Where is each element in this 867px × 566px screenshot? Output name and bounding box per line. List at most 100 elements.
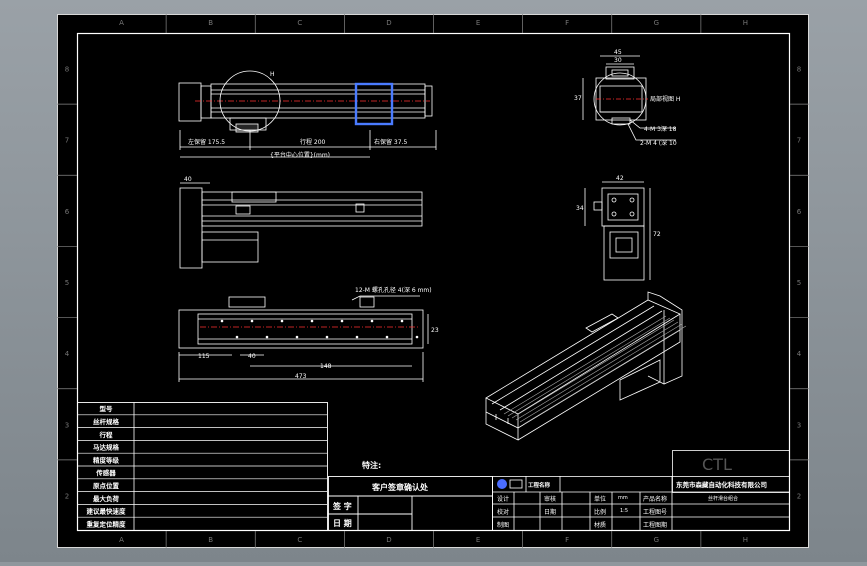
spec-row-label: 传感器 — [95, 468, 116, 477]
bottom-view-labels: 12-M 螺孔孔径 4(深 6 mm) 115 40 148 473 23 — [198, 286, 439, 380]
tb-scale: 比例 — [594, 508, 606, 516]
front-view-labels: 左保留 175.5 行程 200 右保留 37.5 {平台中心位置}(mm) H — [188, 71, 407, 159]
company-name: 东莞市森藏自动化科技有限公司 — [676, 480, 767, 489]
zone-row-label-2: 2 — [797, 492, 801, 500]
zone-col-label-C: C — [297, 19, 302, 27]
spec-row-label: 丝杆规格 — [93, 417, 120, 426]
zone-row-label-4: 4 — [797, 350, 802, 358]
zone-row-label-8: 8 — [797, 66, 801, 74]
mounting-hole — [355, 335, 359, 339]
spec-row-label: 精度等级 — [93, 455, 120, 464]
spec-row-label: 原点位置 — [93, 481, 120, 490]
tb-design: 设计 — [497, 495, 509, 503]
spec-row-label: 重复定位精度 — [87, 519, 127, 528]
tb-review: 审核 — [544, 495, 556, 503]
end-dim-h: 37 — [574, 95, 582, 102]
mounting-hole — [325, 335, 329, 339]
end-side-dim-w: 42 — [616, 175, 624, 182]
end-detail-label: 局部视图 H — [650, 95, 680, 103]
front-dim-stroke: 行程 200 — [300, 138, 326, 146]
tb-unit-val: mm — [618, 495, 628, 501]
zone-col-label-F: F — [565, 536, 569, 544]
zone-col-label-D: D — [386, 19, 391, 27]
tb-product-name: 产品名称 — [643, 495, 667, 503]
zone-row-label-2: 2 — [65, 492, 69, 500]
mounting-hole — [400, 319, 404, 323]
mounting-hole — [340, 319, 344, 323]
side-motor — [179, 187, 203, 269]
front-dim-total: {平台中心位置}(mm) — [270, 151, 330, 159]
tb-date: 日期 — [544, 508, 556, 516]
end-view-side-labels: 42 34 72 — [576, 175, 661, 238]
end-view-top-labels: 45 30 37 局部视图 H 4-M 3深 18 2-M 4 (深 10 — [574, 49, 680, 147]
title-block — [492, 450, 790, 531]
zone-col-label-E: E — [476, 536, 480, 544]
mounting-hole — [265, 335, 269, 339]
bottom-dim-b: 40 — [248, 353, 256, 360]
end-dim-w1: 45 — [614, 49, 622, 56]
tb-material: 材质 — [594, 521, 606, 529]
isometric-view — [485, 291, 683, 441]
side-dim-top: 40 — [184, 176, 192, 183]
zone-col-label-F: F — [565, 19, 569, 27]
bottom-rail — [178, 309, 424, 349]
end-side-dim-h1: 34 — [576, 205, 584, 212]
zone-row-label-6: 6 — [797, 208, 802, 216]
company-logo: CTL — [702, 455, 732, 474]
front-callout: H — [270, 71, 275, 78]
projection-box-icon — [509, 479, 523, 489]
mounting-hole — [235, 335, 239, 339]
side-view — [179, 182, 423, 269]
zone-row-label-4: 4 — [65, 350, 70, 358]
mounting-hole — [295, 335, 299, 339]
zone-col-label-D: D — [386, 536, 391, 544]
end-dim-w2: 30 — [614, 57, 622, 64]
zone-col-label-E: E — [476, 19, 480, 27]
bottom-hole-pattern — [220, 319, 419, 339]
zone-row-label-5: 5 — [65, 279, 69, 287]
mounting-hole — [415, 335, 419, 339]
mounting-hole — [385, 335, 389, 339]
end-view-side — [584, 181, 651, 281]
bottom-dim-right: 23 — [431, 327, 439, 334]
front-dim-right: 右保留 37.5 — [374, 138, 407, 146]
front-dim-left: 左保留 175.5 — [188, 138, 225, 146]
tb-drafting: 制图 — [497, 521, 509, 529]
projection-symbol-icon — [497, 479, 507, 489]
zone-col-label-C: C — [297, 536, 302, 544]
spec-row-label: 行程 — [99, 430, 114, 439]
mounting-hole — [280, 319, 284, 323]
tb-drawing-no: 工程图号 — [643, 508, 667, 516]
selection-highlight[interactable] — [354, 82, 394, 126]
bottom-dim-c: 148 — [320, 363, 332, 370]
sign-label: 签 字 — [332, 501, 352, 511]
zone-row-label-5: 5 — [797, 279, 801, 287]
tb-proofread: 校对 — [497, 508, 509, 516]
side-motor-body — [201, 231, 259, 263]
tb-unit: 单位 — [594, 495, 606, 503]
zone-row-label-3: 3 — [65, 421, 69, 429]
front-view — [178, 70, 437, 158]
tb-product-val: 丝杆滑台组合 — [708, 495, 738, 502]
end-note-b: 2-M 4 (深 10 — [640, 139, 677, 147]
zone-col-label-B: B — [208, 536, 213, 544]
tb-scale-val: 1:5 — [620, 508, 628, 514]
bottom-dim-total: 473 — [295, 373, 307, 380]
outer-frame — [57, 14, 809, 548]
mounting-hole — [250, 319, 254, 323]
zone-row-label-6: 6 — [65, 208, 70, 216]
side-rail — [201, 191, 423, 227]
zone-col-label-G: G — [654, 19, 659, 27]
zone-col-label-B: B — [208, 19, 213, 27]
sheet-background — [57, 14, 809, 548]
isometric-slots — [503, 315, 687, 425]
confirm-title: 客户签章确认处 — [371, 482, 429, 492]
end-note-a: 4-M 3深 18 — [644, 125, 677, 133]
mounting-hole — [370, 319, 374, 323]
mounting-hole — [220, 319, 224, 323]
zone-col-label-A: A — [119, 536, 124, 544]
zone-row-label-7: 7 — [65, 137, 69, 145]
